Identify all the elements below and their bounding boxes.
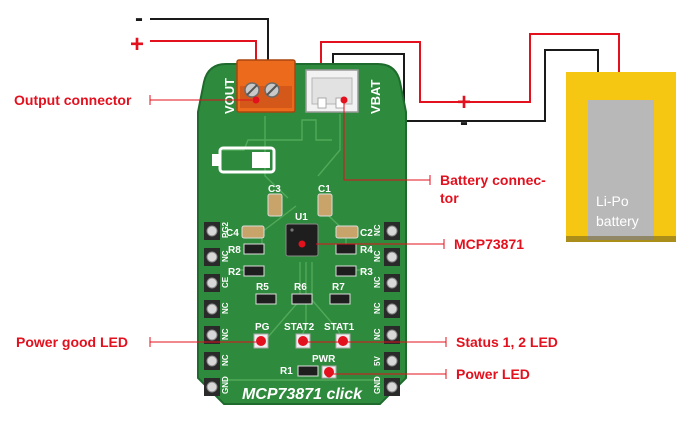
vout-plus-sign: + <box>130 31 144 58</box>
label-output-connector: Output connector <box>14 92 132 108</box>
right-pin: NC <box>373 274 400 292</box>
battery-negative-wire <box>332 49 599 122</box>
label-power-led: Power LED <box>456 366 530 382</box>
right-pin-label: 5V <box>373 356 382 366</box>
res-r7 <box>329 293 351 305</box>
right-pin-label: GND <box>373 376 382 394</box>
lipo-battery: Li-Po battery <box>566 72 676 242</box>
right-pin-label: NC <box>373 276 382 288</box>
res-r1 <box>297 365 319 377</box>
left-pin: NC <box>204 248 230 266</box>
battery-jst-connector[interactable] <box>305 69 359 113</box>
left-pin-label: NC <box>221 302 230 314</box>
left-pin-label: GND <box>221 376 230 394</box>
pg-label: PG <box>255 322 270 333</box>
c2-label: C2 <box>360 228 373 239</box>
res-r5 <box>255 293 277 305</box>
right-pin: NC <box>373 300 400 318</box>
u1-label: U1 <box>295 212 308 223</box>
chip-u1 <box>285 223 319 257</box>
left-pin-label: NC <box>221 354 230 366</box>
battery-base-shadow <box>566 236 676 242</box>
right-pin: 5V <box>373 352 400 370</box>
right-pin: NC <box>373 326 400 344</box>
res-r2 <box>243 265 265 277</box>
r5-label: R5 <box>256 282 269 293</box>
left-pin: NC <box>204 352 230 370</box>
cap-c3 <box>267 193 283 217</box>
r6-label: R6 <box>294 282 307 293</box>
battery-cell <box>588 100 654 240</box>
board-title: MCP73871 click <box>242 386 363 403</box>
left-pin: GND <box>204 376 230 396</box>
c1-label: C1 <box>318 184 331 195</box>
right-pin-label: NC <box>373 302 382 314</box>
r8-label: R8 <box>228 245 241 256</box>
right-pin: GND <box>373 376 400 396</box>
left-pin-label: CE <box>221 276 230 288</box>
callout-dots <box>252 96 348 378</box>
battery-minus-sign: - <box>460 109 468 136</box>
c3-label: C3 <box>268 184 281 195</box>
output-terminal-block[interactable] <box>236 59 296 113</box>
callout-lines <box>149 95 447 379</box>
vbat-silk-label: VBAT <box>368 80 383 114</box>
left-pin: NC <box>204 300 230 318</box>
battery-label-line2: battery <box>596 213 639 229</box>
r7-label: R7 <box>332 282 345 293</box>
right-pin-label: NC <box>373 328 382 340</box>
c4-label: C4 <box>226 228 239 239</box>
label-status-led: Status 1, 2 LED <box>456 334 558 350</box>
r3-label: R3 <box>360 267 373 278</box>
r2-label: R2 <box>228 267 241 278</box>
left-pin-label: PG2 <box>221 221 230 238</box>
res-r6 <box>291 293 313 305</box>
vout-silk-label: VOUT <box>222 78 237 114</box>
vout-minus-sign: - <box>135 5 143 32</box>
right-pin-header: NC NC NC NC NC 5V <box>373 222 400 396</box>
battery-plus-sign: + <box>457 89 471 116</box>
label-power-good-led: Power good LED <box>16 334 128 350</box>
label-battery-connector-line1: Battery connec- <box>440 172 546 188</box>
res-r3 <box>335 265 357 277</box>
right-pin-label: NC <box>373 250 382 262</box>
left-pin: CE <box>204 274 230 292</box>
label-mcp73871: MCP73871 <box>454 236 524 252</box>
cap-c2 <box>335 225 359 239</box>
r1-label: R1 <box>280 366 293 377</box>
battery-positive-wire <box>320 33 620 103</box>
left-pin-header: PG2 NC CE NC NC NC <box>204 221 230 396</box>
battery-silk-tip <box>212 154 220 166</box>
click-board: VOUT VBAT C3 C1 C4 C2 U1 R8 R2 R4 R3 <box>197 59 407 405</box>
right-pin: NC <box>373 248 400 266</box>
left-pin: NC <box>204 326 230 344</box>
left-pin-label: NC <box>221 328 230 340</box>
right-pin: NC <box>373 222 400 240</box>
right-pin-label: NC <box>373 224 382 236</box>
battery-label-line1: Li-Po <box>596 193 629 209</box>
r4-label: R4 <box>360 245 373 256</box>
left-pin-label: NC <box>221 250 230 262</box>
left-pin: PG2 <box>204 221 230 240</box>
label-battery-connector-line2: tor <box>440 190 459 206</box>
pwr-label: PWR <box>312 354 336 365</box>
cap-c1 <box>317 193 333 217</box>
res-r8 <box>243 243 265 255</box>
stat2-label: STAT2 <box>284 322 315 333</box>
stat1-label: STAT1 <box>324 322 355 333</box>
cap-c4 <box>241 225 265 239</box>
battery-silk-fill <box>252 152 270 168</box>
res-r4 <box>335 243 357 255</box>
